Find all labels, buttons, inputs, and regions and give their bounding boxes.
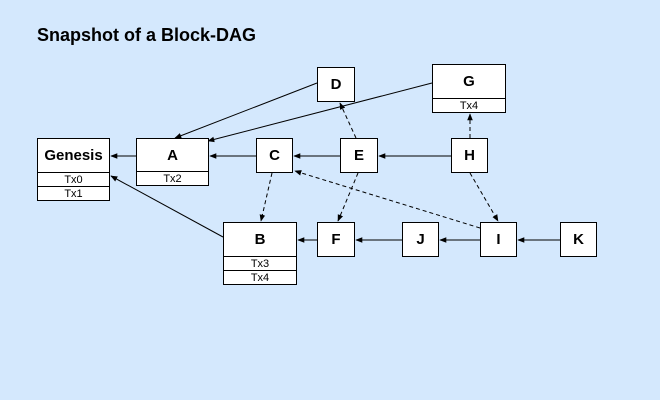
block-genesis: Genesis Tx0 Tx1 bbox=[37, 138, 110, 201]
block-b-label: B bbox=[254, 231, 266, 248]
edge-e-to-d bbox=[339, 102, 357, 139]
block-genesis-label: Genesis bbox=[44, 147, 103, 164]
block-k-label: K bbox=[573, 231, 584, 248]
edge-h-to-i bbox=[469, 172, 499, 222]
block-i-label: I bbox=[496, 231, 501, 248]
block-d: D bbox=[317, 67, 355, 102]
block-c-label: C bbox=[269, 147, 280, 164]
block-b-tx-1: Tx4 bbox=[224, 270, 296, 284]
block-e: E bbox=[340, 138, 378, 173]
block-g-label: G bbox=[463, 73, 475, 90]
block-c: C bbox=[256, 138, 293, 173]
block-a: A Tx2 bbox=[136, 138, 209, 186]
block-b: B Tx3 Tx4 bbox=[223, 222, 297, 285]
block-a-tx-0: Tx2 bbox=[137, 171, 208, 185]
edge-c-to-b bbox=[259, 172, 273, 222]
block-e-label: E bbox=[353, 147, 364, 164]
edge-b-to-genesis bbox=[110, 175, 224, 238]
edge-e-to-f bbox=[337, 172, 359, 222]
block-j: J bbox=[402, 222, 439, 257]
edge-i-to-c bbox=[294, 170, 481, 229]
block-f-label: F bbox=[331, 231, 341, 248]
block-g: G Tx4 bbox=[432, 64, 506, 113]
block-i: I bbox=[480, 222, 517, 257]
block-h: H bbox=[451, 138, 488, 173]
block-j-label: J bbox=[416, 231, 425, 248]
block-b-tx-0: Tx3 bbox=[224, 256, 296, 270]
block-d-label: D bbox=[330, 76, 342, 93]
edge-g-to-a bbox=[207, 82, 433, 143]
block-f: F bbox=[317, 222, 355, 257]
block-genesis-tx-1: Tx1 bbox=[38, 186, 109, 200]
block-k: K bbox=[560, 222, 597, 257]
block-g-tx-0: Tx4 bbox=[433, 98, 505, 112]
block-a-label: A bbox=[167, 146, 178, 164]
diagram-title: Snapshot of a Block-DAG bbox=[37, 25, 257, 45]
edge-d-to-a bbox=[174, 82, 318, 139]
block-genesis-tx-0: Tx0 bbox=[38, 172, 109, 186]
block-h-label: H bbox=[464, 147, 475, 164]
